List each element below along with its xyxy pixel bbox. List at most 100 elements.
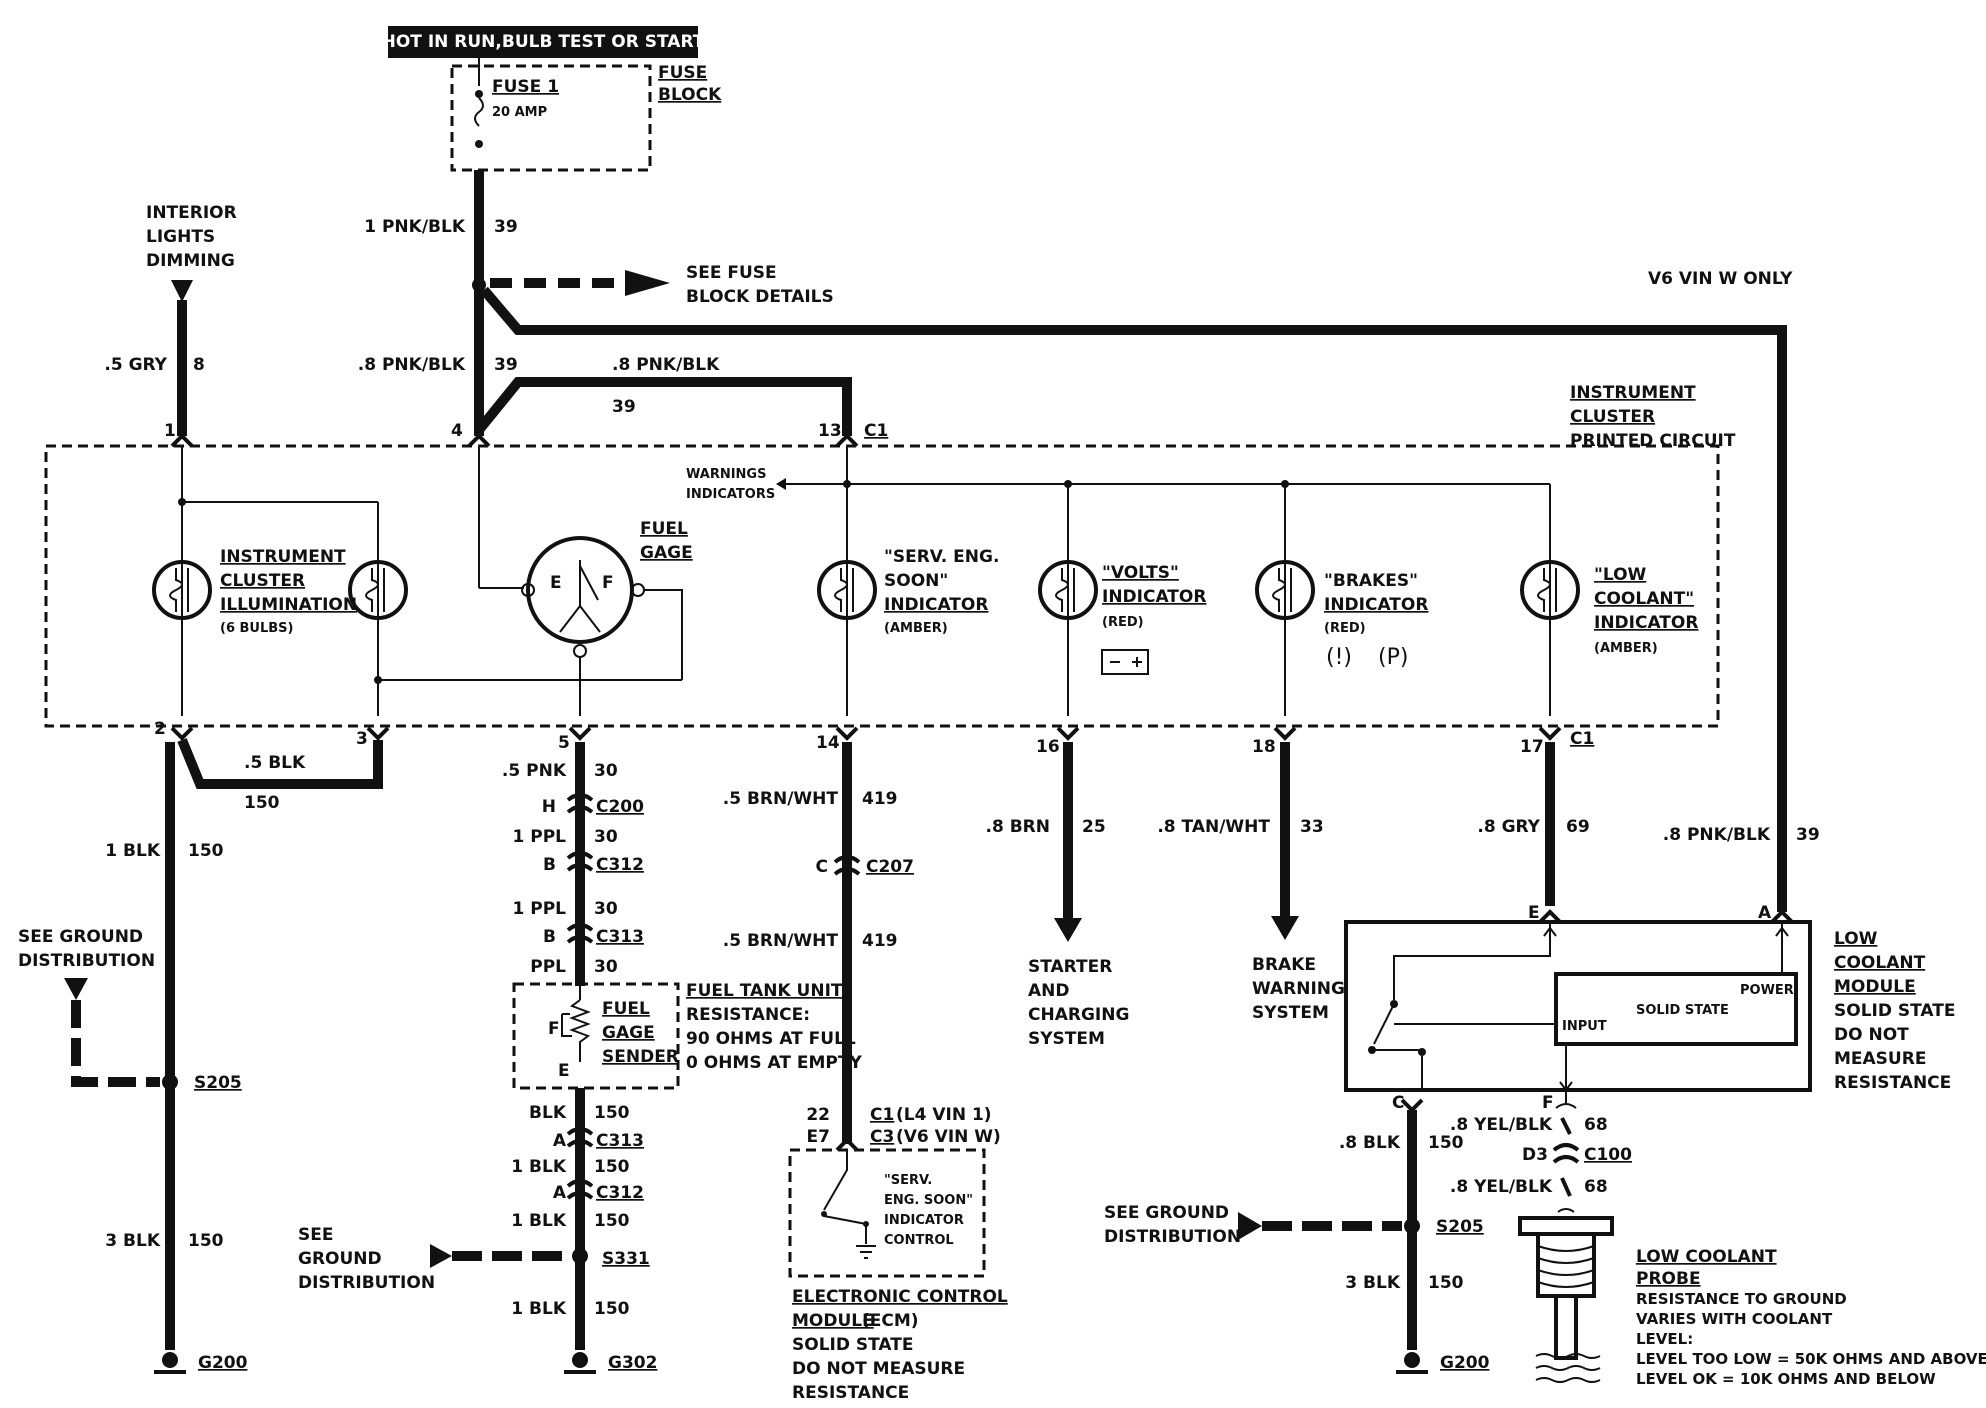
circuit-number: 150 <box>1428 1273 1464 1293</box>
connector-pin: H <box>542 797 556 817</box>
ecm-connector-note: (L4 VIN 1) <box>896 1105 992 1125</box>
fuse-block-label: FUSE <box>658 63 707 83</box>
see-fuse-note-2: BLOCK DETAILS <box>686 287 834 307</box>
module-pin: A <box>1758 903 1772 923</box>
destination-label-4: SYSTEM <box>1028 1029 1105 1049</box>
ground-label: G200 <box>198 1353 248 1373</box>
volts-indicator-label: "VOLTS" <box>1102 563 1179 583</box>
connector-terminal <box>835 1137 859 1152</box>
junction-dot <box>178 498 186 506</box>
connector-terminal <box>170 726 194 741</box>
connector-terminal <box>170 433 194 448</box>
input-label: INPUT <box>1562 1019 1607 1034</box>
see-ground-note: SEE GROUND <box>1104 1203 1229 1223</box>
wire-label: PPL <box>530 957 566 977</box>
ses-indicator-label-3: INDICATOR <box>884 595 988 615</box>
sender-note-3: 90 OHMS AT FULL <box>686 1029 856 1049</box>
probe-label: LOW COOLANT <box>1636 1247 1777 1267</box>
connector-symbol <box>566 851 594 872</box>
volts-bulb-icon <box>1038 560 1098 620</box>
c1-feed-wire <box>475 377 852 436</box>
see-fuse-note: SEE FUSE <box>686 263 777 283</box>
interior-lights-label: INTERIOR <box>146 203 237 223</box>
ecm-label-2b: (ECM) <box>862 1311 919 1331</box>
pin-number: 4 <box>451 421 463 441</box>
see-ground-note: SEE <box>298 1225 333 1245</box>
power-source-box <box>388 26 698 58</box>
pin-number: 16 <box>1036 737 1060 757</box>
illumination-bulb-icon <box>152 560 212 620</box>
low-coolant-module-box <box>1344 920 1812 1092</box>
arrow-right-icon <box>625 270 670 296</box>
sender-note: FUEL TANK UNIT <box>686 981 843 1001</box>
ground-symbol-icon <box>1396 1352 1428 1374</box>
connector-label: C207 <box>866 857 914 877</box>
ecm-label-2: MODULE <box>792 1311 874 1331</box>
splice-dot <box>1404 1218 1420 1234</box>
junction-dot <box>374 676 382 684</box>
sender-label: FUEL <box>602 999 650 1019</box>
fuse-terminal-bottom <box>475 140 483 148</box>
circuit-number: 33 <box>1300 817 1324 837</box>
wire-label: 1 BLK <box>105 841 161 861</box>
ground-label: G200 <box>1440 1353 1490 1373</box>
cluster-label-3: PRINTED CIRCUIT <box>1570 431 1736 451</box>
coolant-probe-icon <box>1518 1216 1614 1383</box>
connector-symbol <box>566 923 594 944</box>
circuit-number: 30 <box>594 827 618 847</box>
connector-terminal <box>1273 726 1297 741</box>
pin-number: 3 <box>356 729 368 749</box>
ecm-connector-note: (V6 VIN W) <box>896 1127 1001 1147</box>
circuit-number: 39 <box>494 355 518 375</box>
ecm-control-label-4: CONTROL <box>884 1233 954 1248</box>
splice-label: S205 <box>194 1073 242 1093</box>
arrow-down-icon <box>1271 916 1299 940</box>
v6-only-note: V6 VIN W ONLY <box>1648 269 1793 289</box>
wire-label: .8 GRY <box>1477 817 1540 837</box>
splice-label: S331 <box>602 1249 650 1269</box>
module-label-3: MODULE <box>1834 977 1916 997</box>
ecm-pin: 22 <box>806 1105 830 1125</box>
connector-symbol <box>566 1179 594 1200</box>
low-coolant-indicator-label: "LOW <box>1594 565 1647 585</box>
circuit-number: 150 <box>594 1211 630 1231</box>
connector-symbol <box>566 793 594 814</box>
destination-label-2: AND <box>1028 981 1070 1001</box>
wire-label: .8 TAN/WHT <box>1157 817 1270 837</box>
low-coolant-indicator-color: (AMBER) <box>1594 641 1658 656</box>
pin-number: 5 <box>558 733 570 753</box>
wire-label: .8 BRN <box>986 817 1050 837</box>
module-pin: F <box>1542 1093 1554 1113</box>
ecm-note: SOLID STATE <box>792 1335 913 1355</box>
fuse-terminal-top <box>475 90 483 98</box>
arrow-up-icon <box>1543 926 1557 937</box>
fuse-symbol <box>474 97 484 127</box>
wire-label: BLK <box>529 1103 567 1123</box>
probe-note-3: LEVEL: <box>1636 1330 1693 1348</box>
probe-note: RESISTANCE TO GROUND <box>1636 1290 1847 1308</box>
v6-feed-wire <box>480 286 1787 912</box>
connector-pin: C <box>816 857 828 877</box>
see-ground-note: SEE GROUND <box>18 927 143 947</box>
connector-terminal <box>568 726 592 741</box>
wire-label: 1 BLK <box>511 1299 567 1319</box>
ecm-box <box>788 1148 986 1278</box>
see-ground-note-2: DISTRIBUTION <box>18 951 155 971</box>
volts-indicator-label-2: INDICATOR <box>1102 587 1206 607</box>
connector-terminal <box>1056 726 1080 741</box>
illumination-label-2: CLUSTER <box>220 571 305 591</box>
ses-indicator-label-2: SOON" <box>884 571 948 591</box>
connector-terminal <box>1400 1098 1424 1113</box>
wire-label: .8 PNK/BLK <box>1663 825 1771 845</box>
wire-label: .8 YEL/BLK <box>1450 1115 1553 1135</box>
wire-label: .5 BRN/WHT <box>723 931 839 951</box>
solid-state-label: SOLID STATE <box>1636 1003 1729 1018</box>
destination-label-3: CHARGING <box>1028 1005 1129 1025</box>
destination-label: BRAKE <box>1252 955 1316 975</box>
arrow-down-icon <box>1054 918 1082 942</box>
volts-indicator-color: (RED) <box>1102 615 1144 630</box>
splice-label: S205 <box>1436 1217 1484 1237</box>
circuit-number: 150 <box>244 793 280 813</box>
wire-label: 1 PNK/BLK <box>364 217 466 237</box>
